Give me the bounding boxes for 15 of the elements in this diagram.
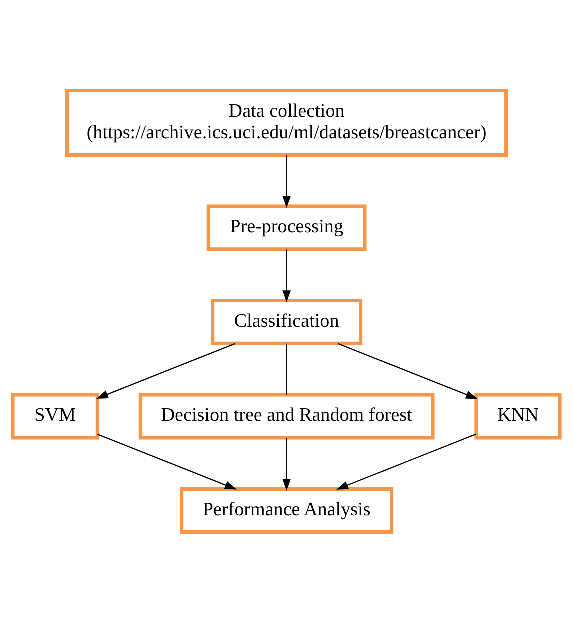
node-box: Performance Analysis (180, 487, 394, 534)
node-box: Decision tree and Random forest (138, 393, 435, 440)
node-box: Classification (211, 298, 363, 346)
arrow (282, 438, 291, 492)
connector (286, 344, 288, 395)
node-box: Pre-processing (206, 204, 367, 252)
arrow (338, 343, 478, 400)
arrow (282, 156, 291, 208)
node-box: SVM (11, 393, 100, 440)
node-box: KNN (474, 393, 562, 440)
arrow (96, 343, 236, 400)
arrow (336, 434, 477, 490)
node-box: Data collection (https://archive.ics.uci.edu/ml/datasets/breastcancer) (65, 88, 508, 157)
arrow (98, 434, 237, 490)
arrow (282, 250, 291, 303)
